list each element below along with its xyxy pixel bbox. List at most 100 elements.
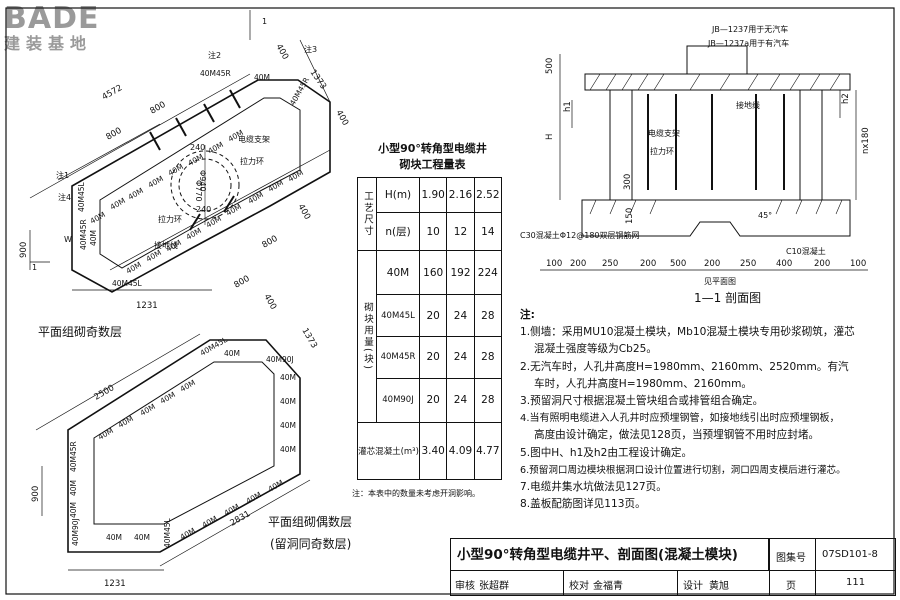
block-even-40m90j-top: 40M90J [266,355,294,364]
block-40m: 40M [280,397,296,406]
section-title: 1—1 剖面图 [694,291,761,305]
review-label: 审核 [455,581,475,592]
page-label: 页 [786,581,796,592]
designer: 黄旭 [709,581,729,592]
block-40m: 40M [106,533,122,542]
atlas-no: 07SD101-8 [822,549,878,560]
qt-cell: 160 [418,250,448,296]
note-line: 高度由设计确定，做法见128页，当预埋钢管不用时应封堵。 [534,429,820,442]
title-block-title: 小型90°转角型电缆井平、剖面图(混凝土模块) [451,539,769,571]
dim-even-900: 900 [31,486,41,502]
section-150: 150 [625,208,635,224]
block-40m: 40M [134,533,150,542]
qt-cell: 24 [446,377,475,424]
note-line: 2.无汽车时，人孔井高度H=1980mm、2160mm、2520mm。有汽 [520,360,849,373]
title-block: 小型90°转角型电缆井平、剖面图(混凝土模块) 图集号 07SD101-8 审核… [450,538,896,596]
block-40m: 40M [287,168,305,184]
plan-odd-hole-outer [170,150,240,220]
qtitle-line2: 砌块工程量表 [399,158,466,171]
section-bottom-dim: 250 [740,259,756,269]
section-bottom-dim: 200 [570,259,586,269]
qt-cell: 3.40 [418,422,448,480]
section-base-hatch [589,199,843,215]
label-pull-ring-2: 拉力环 [158,214,182,224]
note-line: 8.盖板配筋图详见113页。 [520,498,646,511]
qt-cell: 28 [473,377,503,424]
block-40m45l-bottom: 40M45L [112,279,143,288]
block-40m: 40M [225,202,243,218]
section-bracket: 电缆支架 [648,128,680,138]
block-even-40m90j-left: 40M90J [71,518,80,546]
dimline-800a [57,123,161,181]
dim-400c: 400 [295,203,312,222]
block-40m: 40M [254,73,270,82]
qt-sub-n: n(层) [376,212,420,252]
section-bottom-dim: 200 [814,259,830,269]
dim-900: 900 [19,242,29,258]
section-mark-top: 1 [262,17,267,26]
section-h1: h1 [563,101,573,112]
checker: 金福青 [593,581,623,592]
plan-odd-texts: 4572 800 800 800 800 1373 400 400 400 90… [19,17,350,311]
qt-sub-40m: 40M [376,250,420,296]
qt-cell: 1.90 [418,176,448,214]
qt-sub-90j: 40M90J [376,377,420,424]
section-bottom-dim: 200 [704,259,720,269]
section-pull: 拉力环 [650,146,674,156]
block-40m: 40M [89,230,98,246]
qt-cell: 24 [446,294,475,338]
qt-cell: 4.09 [446,422,475,480]
note-line: 5.图中H、h1及h2由工程设计确定。 [520,446,693,459]
section-bottom-dim: 100 [850,259,866,269]
notes-heading: 注: [520,309,535,321]
block-40m45r-top: 40M45R [200,69,231,78]
block-40m: 40M [280,421,296,430]
block-even-40m45l: 40M45L [163,517,172,548]
section-angle: 45° [758,211,772,220]
block-40m: 40M [145,248,163,264]
note-4: 注4 [58,192,71,202]
qt-sub-45l: 40M45L [376,294,420,338]
note-2: 注2 [208,50,221,60]
block-40m: 40M [117,414,135,430]
tb-sep [677,571,678,595]
section-c30: C30混凝土Φ12@180双层钢筋网 [520,230,640,240]
block-40m: 40M [159,390,177,406]
note-line: 6.预留洞口周边模块根据洞口设计位置进行切割，洞口四周支模后进行灌芯。 [520,464,846,476]
note-line: 车时，人孔井高度H=1980mm、2160mm。 [534,377,752,390]
qtitle-line1: 小型90°转角型电缆井 [378,142,487,155]
qt-cell: 20 [418,294,448,338]
qt-sub-45r: 40M45R [376,336,420,379]
block-40m: 40M [69,480,78,496]
qt-cell: 24 [446,336,475,379]
quantity-table-title: 小型90°转角型电缆井 砌块工程量表 [370,141,495,173]
dim-800d: 800 [261,234,280,251]
block-40m: 40M [247,190,265,206]
block-40m: 40M [127,186,145,202]
section-top-slab [584,73,851,91]
dim-1231: 1231 [136,301,158,311]
atlas-label: 图集号 [776,553,806,564]
section-H: H [545,134,555,140]
section-jb2: JB—1237a用于有汽车 [707,38,789,48]
qt-row-45r: 40M45R 20 24 28 [358,336,503,379]
qt-row-45l: 40M45L 20 24 28 [358,294,503,338]
qt-cell: 28 [473,336,503,379]
block-even-40m45r: 40M45R [69,441,78,472]
section-see-plan: 见平面图 [704,277,736,286]
note-line: 混凝土强度等级为Cb25。 [534,343,657,356]
block-40m: 40M [147,174,165,190]
section-bottom-dim: 100 [546,259,562,269]
plan-even-layer [35,333,311,571]
dim-dia940: Φ940 [198,170,207,192]
block-40m: 40M [125,260,143,276]
block-40m45r-bl: 40M45R [79,219,88,250]
qt-cell: 10 [418,212,448,252]
note-line: 4.当有照明电缆进入人孔井时应预埋钢管，如接地线引出时应预埋钢板， [520,413,840,425]
section-jb1: JB—1237用于无汽车 [711,24,788,34]
block-40m: 40M [69,502,78,518]
plan-odd-inner [99,97,301,269]
block-40m: 40M [267,178,285,194]
label-pull-ring: 拉力环 [240,156,264,166]
